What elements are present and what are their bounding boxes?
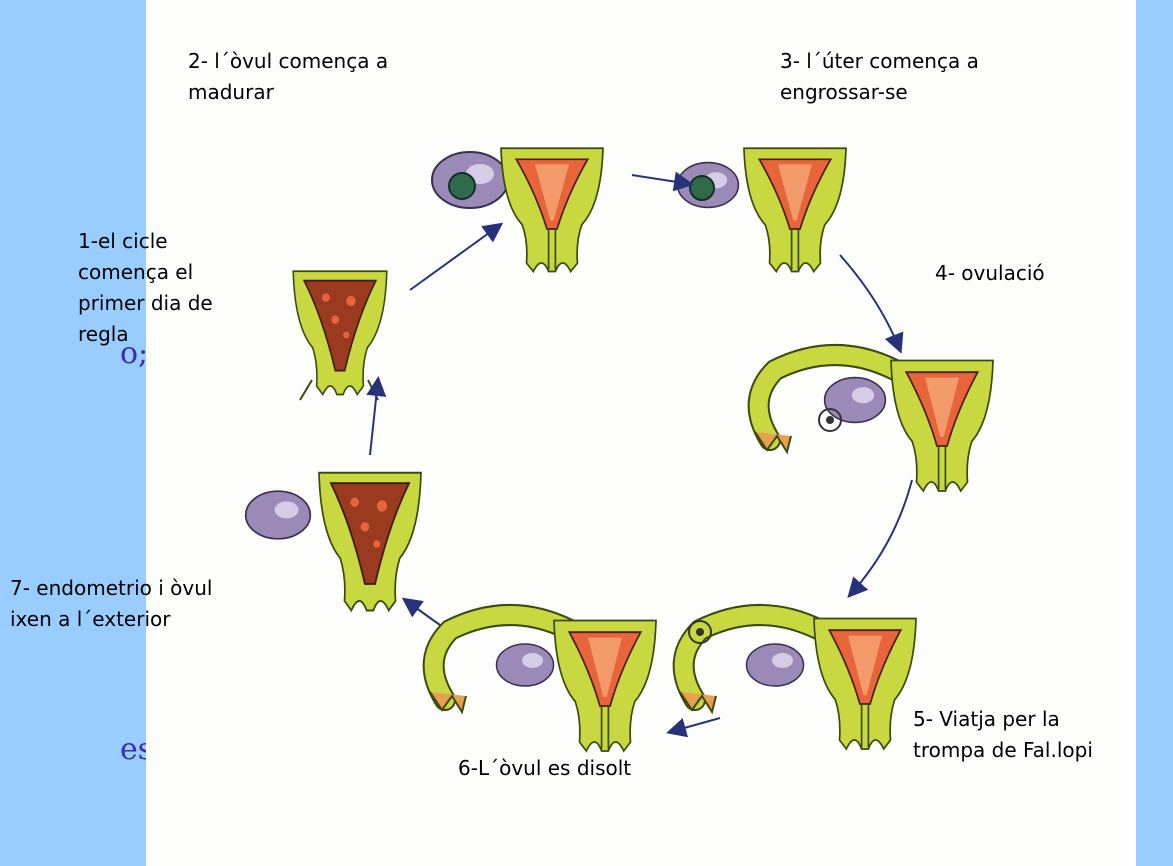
step-5-label: 5- Viatja per la trompa de Fal.lopi [913,704,1093,766]
step-4-label: 4- ovulació [935,258,1045,289]
arrow-icon [850,480,912,595]
arrow-icon [410,225,500,290]
arrow-icon [840,255,900,350]
ovum-icon [826,416,834,424]
uterus-icon [554,621,656,752]
uterus-icon [744,148,846,271]
step-7-label: 7- endometrio i òvul ixen a l´exterior [10,573,212,635]
ovary-icon [747,644,804,686]
uterus-icon [814,619,916,750]
ovary-icon [825,378,886,423]
uterus-icon [319,473,421,611]
uterus-icon [891,361,993,492]
uterus-icon [501,148,603,271]
step-3-label: 3- l´úter comença a engrossar-se [780,46,979,108]
ovary-icon [246,491,311,539]
ovary-icon [497,644,554,686]
uterus-icon [293,271,387,394]
follicle-icon [449,173,475,199]
step-6-label: 6-L´òvul es disolt [458,753,631,784]
ovum-icon [696,628,704,636]
follicle-icon [690,176,714,200]
arrow-icon [405,600,440,625]
step-1-label: 1-el cicle comença el primer dia de regl… [78,226,213,350]
step-2-label: 2- l´òvul comença a madurar [188,46,388,108]
arrow-icon [670,718,720,732]
